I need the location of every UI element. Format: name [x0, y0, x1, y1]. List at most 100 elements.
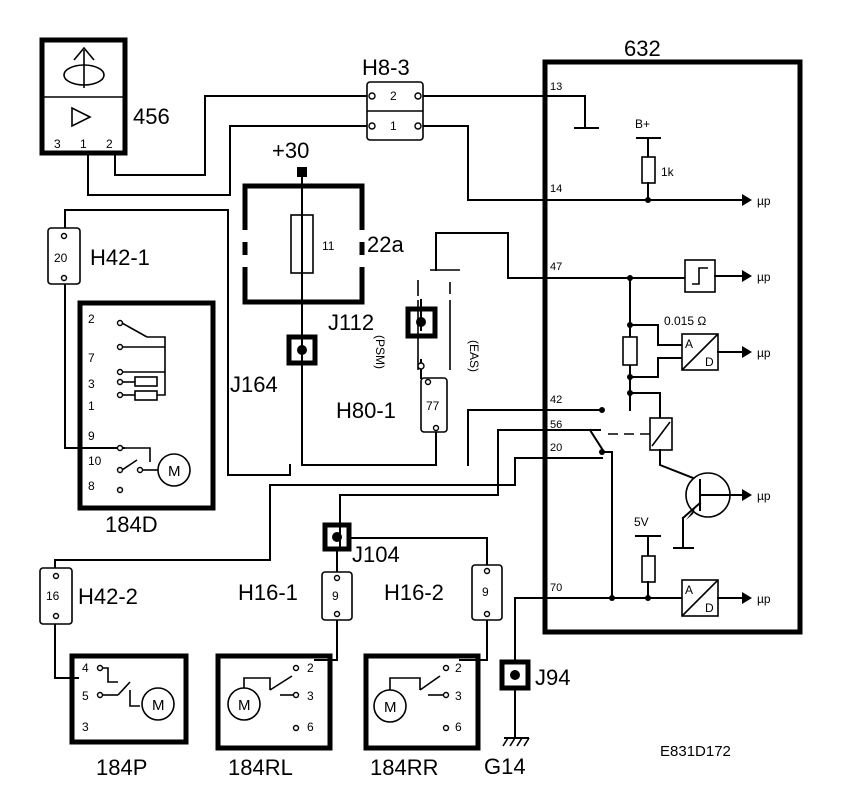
wire-h42-1-bottom [64, 284, 125, 449]
ecu-pin-42: 42 [550, 394, 562, 406]
184rl-pin-6: 6 [307, 720, 314, 734]
shunt-to-ad-a [629, 324, 683, 346]
184p-lead-4 [102, 667, 118, 683]
resistor-1k [641, 156, 656, 184]
184p-motor-icon [141, 687, 175, 721]
184d-contact-3 [116, 378, 124, 386]
connector-h16-1-body [321, 571, 353, 621]
junction-j104-box [322, 522, 352, 552]
184d-resistor-1 [134, 376, 158, 387]
h42-2-pin-top [52, 572, 60, 580]
supply-30-terminal [297, 167, 307, 177]
h42-1-pin-top [60, 232, 68, 240]
wire-456-3-h8-1 [87, 125, 368, 196]
184p-motor-symbol: M [152, 697, 165, 714]
relay-switch-contact-top [599, 407, 605, 413]
relay-switch-arm [588, 428, 606, 454]
184p-contact-4 [96, 664, 104, 672]
schmitt-trigger-box [684, 259, 716, 293]
ecu-632: 632 13 14 47 42 56 20 70 B+ 1k µp µp 0.0… [542, 36, 803, 635]
184d-contact-7 [116, 368, 124, 376]
fuse-box-22a-label: 22a [367, 232, 404, 257]
184rr-pin-6: 6 [455, 720, 462, 734]
184rl-motor-symbol: M [238, 697, 251, 714]
junction-j164-label: J164 [230, 372, 278, 397]
motor-184p-label: 184P [96, 755, 147, 780]
184rl-motor-lead [243, 677, 271, 690]
connector-h42-1: 20 H42-1 [47, 227, 150, 285]
node-pin14 [645, 197, 651, 203]
connector-h16-2-label: H16-2 [384, 580, 444, 605]
wire-h42-2-184p [54, 621, 79, 679]
motor-184rr-label: 184RR [370, 755, 438, 780]
sensor-pin-1: 1 [80, 137, 87, 151]
h8-pin-1-right [414, 122, 422, 130]
184d-contact-1 [116, 391, 124, 399]
junction-j94-label: J94 [535, 665, 570, 690]
junction-j104-label: J104 [352, 542, 400, 567]
resistor-1k-label: 1k [661, 165, 675, 179]
junction-j164: J164 [230, 334, 318, 397]
arrow-ad1-icon [742, 346, 752, 358]
184rl-pin-2: 2 [307, 661, 314, 675]
184d-pin-10: 10 [88, 454, 102, 468]
connector-h16-2-body [471, 564, 503, 621]
motor-184p: 4 5 3 M 184P [69, 653, 189, 780]
ecu-pin-14: 14 [550, 183, 562, 195]
sensor-pin-2: 2 [106, 137, 113, 151]
junction-j112-dot [416, 317, 426, 327]
motor-184rr-box [363, 653, 481, 751]
184d-pin-9: 9 [88, 429, 95, 443]
184rr-motor-lead [389, 677, 421, 690]
ground-hatch-1 [502, 737, 509, 747]
h16-1-pin-top [333, 574, 341, 582]
relay-to-pin70 [601, 451, 613, 599]
sensor-456: 3 1 2 456 [39, 37, 170, 156]
transistor-emitter [681, 501, 702, 520]
junction-j112-box [405, 306, 438, 339]
shunt-label: 0.015 Ω [664, 314, 706, 328]
184rr-pin-2: 2 [455, 661, 462, 675]
fuse-box-gap-right-2 [356, 255, 366, 267]
184d-motor-icon [157, 453, 191, 487]
junction-j164-box [286, 334, 318, 366]
connector-h42-2-label: H42-2 [78, 584, 138, 609]
junction-j112: J112 (PSM) (EAS) [328, 306, 481, 372]
184rr-switch-arm [419, 675, 441, 691]
184p-motor-lead [129, 690, 140, 707]
transistor-ground [673, 517, 694, 549]
184d-contact-8 [116, 486, 124, 494]
junction-j104-dot [332, 532, 342, 542]
ad1-d-label: D [705, 355, 714, 369]
h42-2-pin-bottom [52, 612, 60, 620]
five-v-label: 5V [634, 515, 649, 529]
wire-h8-1-ecu-14 [422, 125, 651, 201]
h8-pin-1-label: 1 [390, 119, 397, 133]
wire-h16-1-184rl [314, 619, 338, 661]
184p-switch-arm [117, 681, 131, 696]
wire-h42-2-ecu-20 [54, 457, 546, 569]
h8-pin-2-label: 2 [390, 89, 397, 103]
connector-h80-1: 77 H80-1 [336, 377, 448, 433]
184d-contact-10 [116, 466, 124, 474]
motor-184rl: M 2 3 6 184RL [215, 653, 333, 780]
184rr-pin-3: 3 [455, 689, 462, 703]
mu-pin14-label: µp [757, 194, 771, 208]
h16-1-pin-label: 9 [332, 589, 339, 603]
h16-2-pin-bottom [483, 610, 491, 618]
wire-j104-ecu-56 [339, 429, 601, 549]
mu-schmitt-label: µp [757, 270, 771, 284]
resistor-5v [641, 555, 656, 583]
ad2-d-label: D [705, 601, 714, 615]
184d-switch-path [147, 336, 166, 396]
184d-switch-arm-2 [121, 459, 138, 471]
motor-184rl-box [215, 653, 333, 751]
connector-h80-1-body [420, 377, 448, 433]
mu-ad1-label: µp [757, 346, 771, 360]
ground-hatch-2 [509, 737, 516, 747]
184d-pin-3: 3 [88, 377, 95, 391]
h42-1-pin-bottom [60, 274, 68, 282]
h8-pin-2-left [368, 92, 376, 100]
shunt-resistor [622, 336, 638, 366]
